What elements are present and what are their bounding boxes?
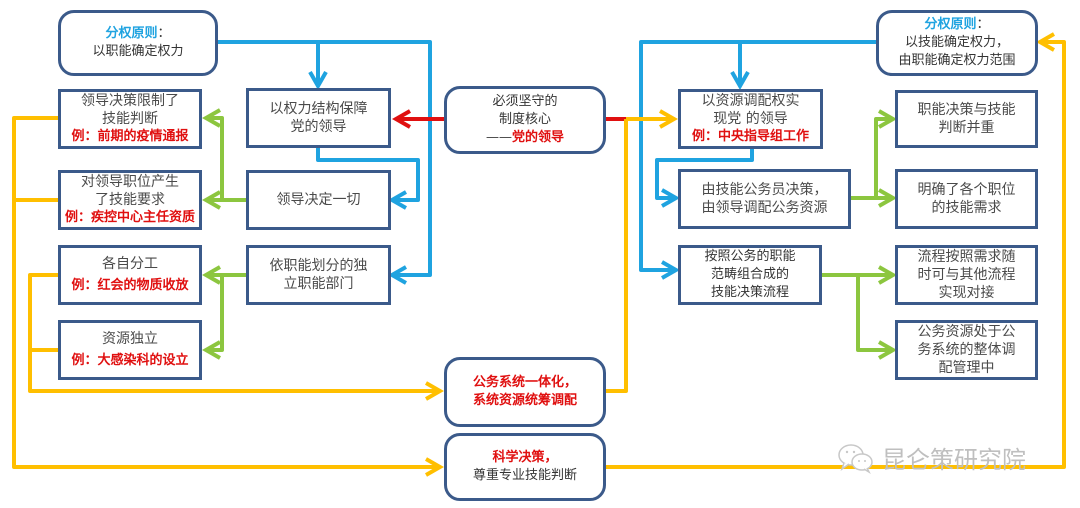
right-balance-line-1: 职能决策与技能 [917,102,1016,118]
right-process-line-2: 范畴组合成的 [710,267,789,282]
left-requirements-line-2: 了技能要求 [95,192,165,208]
left-departments-line-1: 依职能划分的独 [269,258,368,274]
connector-left-principle-to-structure [218,40,328,91]
right-principle-title-line: 分权原则： [924,16,989,34]
watermark-text: 昆仑策研究院 [882,446,1026,474]
right-skill-decide-node: 由技能公务员决策， 由领导调配公务资源 [678,169,851,229]
right-balance-node: 职能决策与技能 判断并重 [895,90,1038,148]
center-line-1: 必须坚守的 [492,94,558,109]
left-principle-colon: ： [157,26,171,41]
right-dock-line-1: 流程按照需求随 [917,249,1016,265]
right-overall-node: 公务资源处于公 务系统的整体调 配管理中 [895,320,1038,380]
left-structure-node: 以权力结构保障 党的领导 [246,88,391,148]
left-limits-line-2: 技能判断 [102,111,158,127]
connector-skill-decide-to-balance [851,109,898,200]
connector-integration-to-allocation [606,119,628,393]
center-dash: —— [485,130,512,145]
right-dock-line-3: 实现对接 [938,285,995,301]
left-resources-node: 资源独立 例：大感染科的设立 [58,320,202,380]
left-principle-text: 以职能确定权力 [92,44,184,59]
connector-departments-to-resources [201,275,224,360]
wechat-icon [838,443,873,474]
connector-limits-requirements-to-science [12,116,445,477]
left-requirements-node: 对领导职位产生 了技能要求 例：疾控中心主任资质 [58,170,202,230]
left-principle-title: 分权原则 [105,26,158,41]
right-allocation-node: 以资源调配权实 现党 的领导 例：中央指导组工作 [678,89,823,149]
left-decide-all-node: 领导决定一切 [246,170,391,230]
left-limits-line-1: 领导决策限制了 [81,93,179,109]
connector-process-to-overall [856,275,898,360]
center-line-2-text: 制度核心 [498,112,551,127]
watermark: 昆仑策研究院 [836,440,1026,475]
right-clarify-node: 明确了各个职位 的技能需求 [895,169,1038,229]
connector-decide-all-to-limits [201,108,246,202]
bottom-integration-line-1: 公务系统一体化， [472,375,577,390]
right-skill-decide-line-2: 由领导调配公务资源 [701,200,828,216]
left-structure-line-2: 党的领导 [290,119,347,135]
left-decide-all-line-1: 领导决定一切 [276,192,361,208]
bottom-science-node: 科学决策， 尊重专业技能判断 [444,433,606,501]
left-division-node: 各自分工 例：红会的物质收放 [58,245,202,305]
center-line-3: ——党的领导 [486,129,564,147]
bottom-integration-line-2: 系统资源统筹调配 [472,393,577,408]
right-principle-node: 分权原则： 以技能确定权力， 由职能确定权力范围 [876,10,1038,76]
right-allocation-line-1: 以资源调配权实 [701,93,800,109]
right-overall-line-2: 务系统的整体调 [917,342,1016,358]
right-process-node: 按照公务的职能 范畴组合成的 技能决策流程 [678,245,822,305]
left-division-line-1: 各自分工 [102,256,158,272]
left-limits-node: 领导决策限制了 技能判断 例：前期的疫情通报 [58,89,202,149]
left-limits-example: 例：前期的疫情通报 [71,129,189,144]
connector-right-principle-to-allocation [730,40,876,91]
left-departments-node: 依职能划分的独 立职能部门 [246,245,391,305]
right-allocation-line-2: 现党 的领导 [713,111,788,127]
bottom-science-line-2: 尊重专业技能判断 [472,468,577,483]
right-dock-line-2: 时可与其他流程 [917,267,1016,283]
left-departments-line-2: 立职能部门 [283,276,354,292]
right-principle-colon: ： [976,17,990,32]
connector-science-to-right-principle [606,32,1066,469]
right-process-line-3: 技能决策流程 [710,285,789,300]
left-structure-line-1: 以权力结构保障 [269,101,368,117]
right-principle-line-2: 由职能确定权力范围 [898,53,1016,68]
left-principle-title-line: 分权原则： [105,25,170,43]
right-clarify-line-1: 明确了各个职位 [917,182,1016,198]
bottom-science-title: 科学决策， [492,450,558,465]
right-dock-node: 流程按照需求随 时可与其他流程 实现对接 [895,245,1038,305]
left-requirements-example: 例：疾控中心主任资质 [64,210,195,225]
left-principle-node: 分权原则： 以职能确定权力 [58,10,218,76]
left-division-example: 例：红会的物质收放 [71,278,189,293]
connector-structure-to-decide-all [316,148,420,210]
center-highlight: 党的领导 [511,130,564,145]
right-principle-title: 分权原则 [924,17,977,32]
left-resources-line-1: 资源独立 [102,331,158,347]
center-core-node: 必须坚守的 制度核心 ——党的领导 [444,86,606,154]
right-skill-decide-line-1: 由技能公务员决策， [701,182,828,198]
right-overall-line-3: 配管理中 [938,360,995,376]
bottom-integration-node: 公务系统一体化， 系统资源统筹调配 [444,357,606,427]
right-balance-line-2: 判断并重 [938,120,995,136]
connector-right-principle-to-process [639,40,740,280]
right-principle-line-1: 以技能确定权力， [904,35,1009,50]
right-process-line-1: 按照公务的职能 [704,249,796,264]
right-allocation-example: 例：中央指导组工作 [691,129,809,144]
connector-division-resources-to-integration [28,273,445,401]
connector-left-principle-to-departments [318,40,432,285]
connector-allocation-to-skill-decide [655,148,754,208]
right-overall-line-1: 公务资源处于公 [917,324,1016,340]
left-resources-example: 例：大感染科的设立 [71,353,189,368]
right-clarify-line-2: 的技能需求 [931,200,1002,216]
left-requirements-line-1: 对领导职位产生 [81,174,179,190]
center-line-2: 制度核心 [499,111,551,129]
